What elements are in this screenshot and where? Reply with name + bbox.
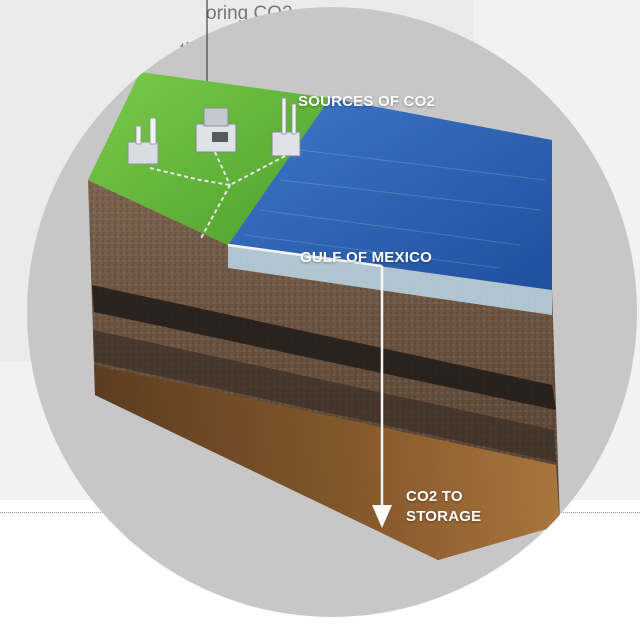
divider-right: [532, 512, 640, 513]
water-edge: [228, 245, 552, 315]
divider-left: [0, 512, 115, 513]
land-surface: [88, 72, 330, 245]
caprock-layer: [93, 330, 556, 462]
storage-label: CO2 TO STORAGE: [406, 487, 481, 527]
pipeline-arrow-icon: [372, 505, 392, 528]
gulf-water: [228, 98, 552, 290]
refinery-icon: [271, 97, 301, 157]
gulf-label: GULF OF MEXICO: [300, 249, 432, 266]
storage-label-line-1: CO2 TO: [406, 488, 463, 505]
shale-layer: [92, 285, 556, 410]
pipeline: [149, 151, 286, 241]
reservoir-layer: [94, 365, 560, 560]
factory-icon: [195, 107, 237, 153]
power-plant-icon: [127, 117, 159, 165]
storage-label-line-2: STORAGE: [406, 508, 482, 525]
injection-pipe-horizontal: [227, 243, 383, 268]
sources-label: SOURCES OF CO2: [298, 93, 435, 110]
